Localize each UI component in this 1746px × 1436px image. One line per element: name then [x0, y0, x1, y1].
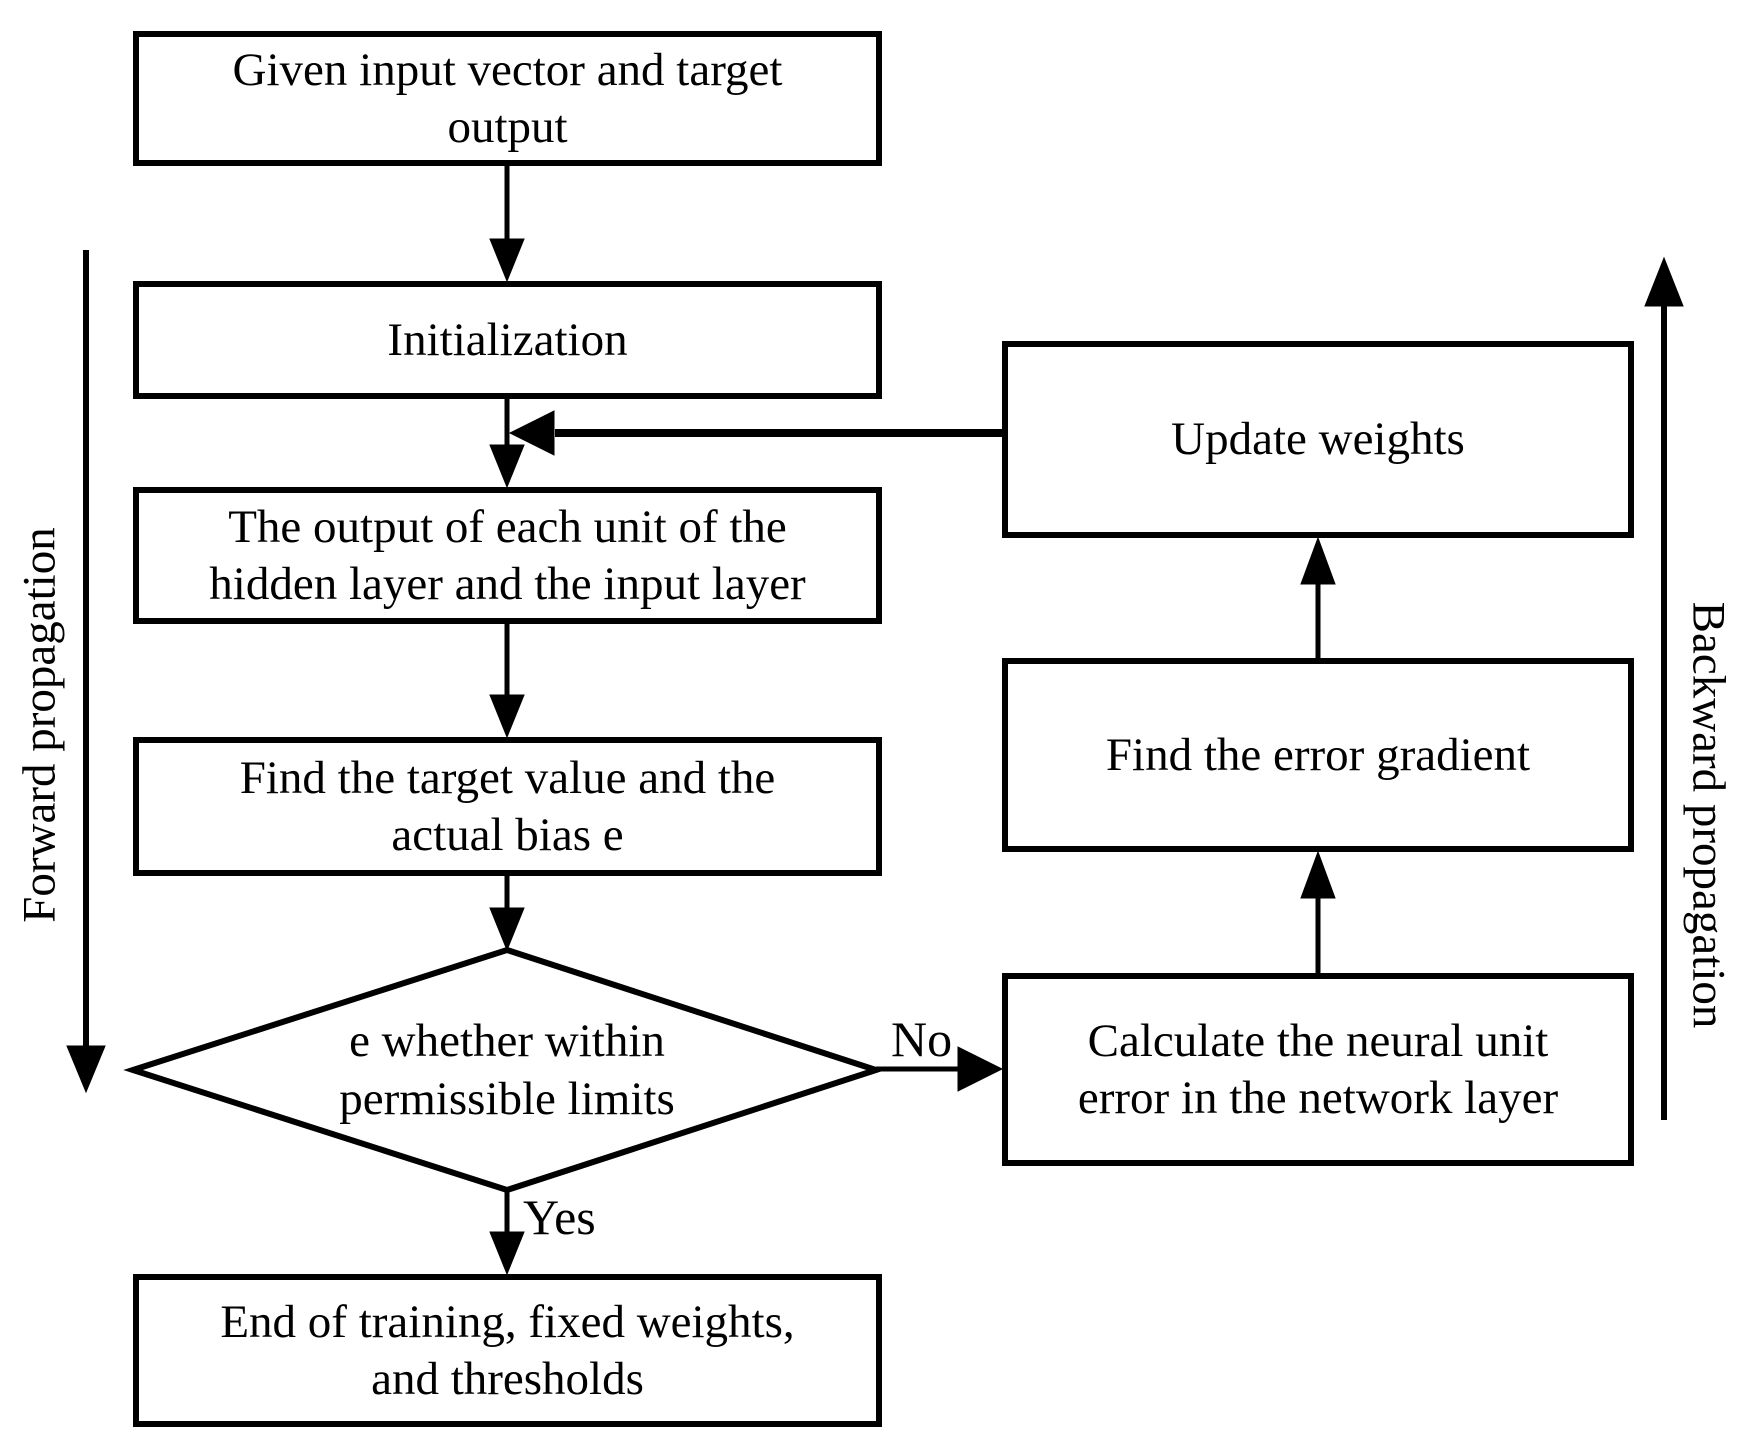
- arrow-calculate-to-gradient-head: [1300, 850, 1336, 899]
- edge-label-yes: Yes: [523, 1189, 596, 1245]
- arrow-init-to-output-head: [489, 444, 525, 489]
- node-error-gradient: Find the error gradient: [1002, 658, 1634, 852]
- node-error-gradient-label: Find the error gradient: [1105, 728, 1531, 781]
- node-initialization-label: Initialization: [387, 313, 628, 366]
- node-find-target: Find the target value and the actual bia…: [133, 737, 882, 876]
- edge-label-no: No: [891, 1011, 953, 1067]
- node-calculate-error: Calculate the neural unit error in the n…: [1002, 973, 1634, 1166]
- node-end-training-label: End of training, fixed weights, and thre…: [220, 1295, 795, 1405]
- arrow-no-head: [957, 1046, 1004, 1092]
- arrow-init-to-output: [489, 399, 525, 489]
- node-decision: e whether within permissible limits: [277, 980, 737, 1160]
- forward-propagation-arrow: [66, 250, 106, 1094]
- arrow-output-to-find: [489, 624, 525, 739]
- arrow-given-to-init-head: [489, 238, 525, 283]
- arrow-gradient-to-update-head: [1300, 536, 1336, 585]
- node-update-weights-label: Update weights: [1171, 413, 1465, 465]
- node-layer-output: The output of each unit of the hidden la…: [133, 487, 882, 624]
- backward-propagation-arrow: [1644, 256, 1684, 1120]
- arrow-calculate-to-gradient: [1300, 850, 1336, 973]
- node-update-weights: Update weights: [1002, 341, 1634, 538]
- backward-propagation-label-text: Backward propagation: [1682, 601, 1735, 1029]
- arrow-find-to-decision: [489, 876, 525, 952]
- node-given-input-label: Given input vector and target output: [232, 43, 783, 153]
- node-initialization: Initialization: [133, 281, 882, 399]
- arrow-update-feedback-head: [508, 410, 555, 456]
- node-decision-label: e whether within permissible limits: [339, 1015, 675, 1125]
- arrow-yes-head: [489, 1231, 525, 1276]
- node-find-target-label: Find the target value and the actual bia…: [239, 751, 776, 861]
- arrow-gradient-to-update: [1300, 536, 1336, 658]
- arrow-yes: [489, 1190, 525, 1276]
- forward-propagation-label-text: Forward propagation: [13, 527, 66, 923]
- arrow-no: [876, 1046, 1004, 1092]
- forward-propagation-arrow-head: [66, 1045, 106, 1094]
- node-calculate-error-label: Calculate the neural unit error in the n…: [1077, 1014, 1559, 1124]
- node-given-input: Given input vector and target output: [133, 31, 882, 166]
- arrow-given-to-init: [489, 166, 525, 283]
- arrow-output-to-find-head: [489, 694, 525, 739]
- node-layer-output-label: The output of each unit of the hidden la…: [209, 500, 806, 610]
- arrow-find-to-decision-head: [489, 907, 525, 952]
- backward-propagation-arrow-head: [1644, 256, 1684, 307]
- node-end-training: End of training, fixed weights, and thre…: [133, 1274, 882, 1427]
- arrow-update-feedback: [508, 410, 1002, 456]
